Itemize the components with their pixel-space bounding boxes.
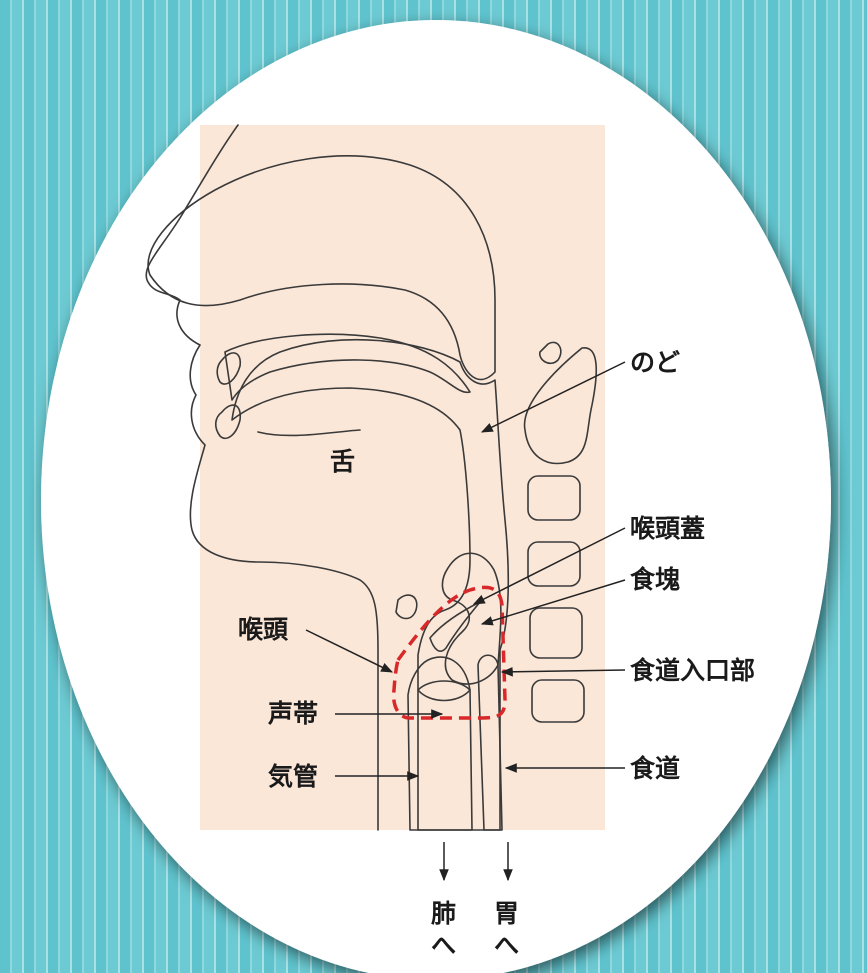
label-bolus: 食塊 [630, 565, 680, 594]
label-tongue: 舌 [330, 447, 355, 476]
label-esophagus: 食道 [630, 754, 680, 783]
label-to-stomach-2: へ [494, 931, 519, 960]
label-vocal-cords: 声帯 [268, 699, 318, 728]
label-throat: のど [630, 348, 680, 377]
label-to-lungs-1: 肺 [431, 899, 456, 928]
skin-region [200, 125, 605, 830]
label-to-stomach-1: 胃 [494, 899, 519, 928]
label-epiglottis: 喉頭蓋 [630, 514, 705, 543]
label-larynx: 喉頭 [238, 615, 289, 644]
label-to-lungs-2: へ [431, 931, 456, 960]
label-trachea: 気管 [268, 762, 318, 791]
label-esophageal-entrance: 食道入口部 [630, 656, 755, 685]
